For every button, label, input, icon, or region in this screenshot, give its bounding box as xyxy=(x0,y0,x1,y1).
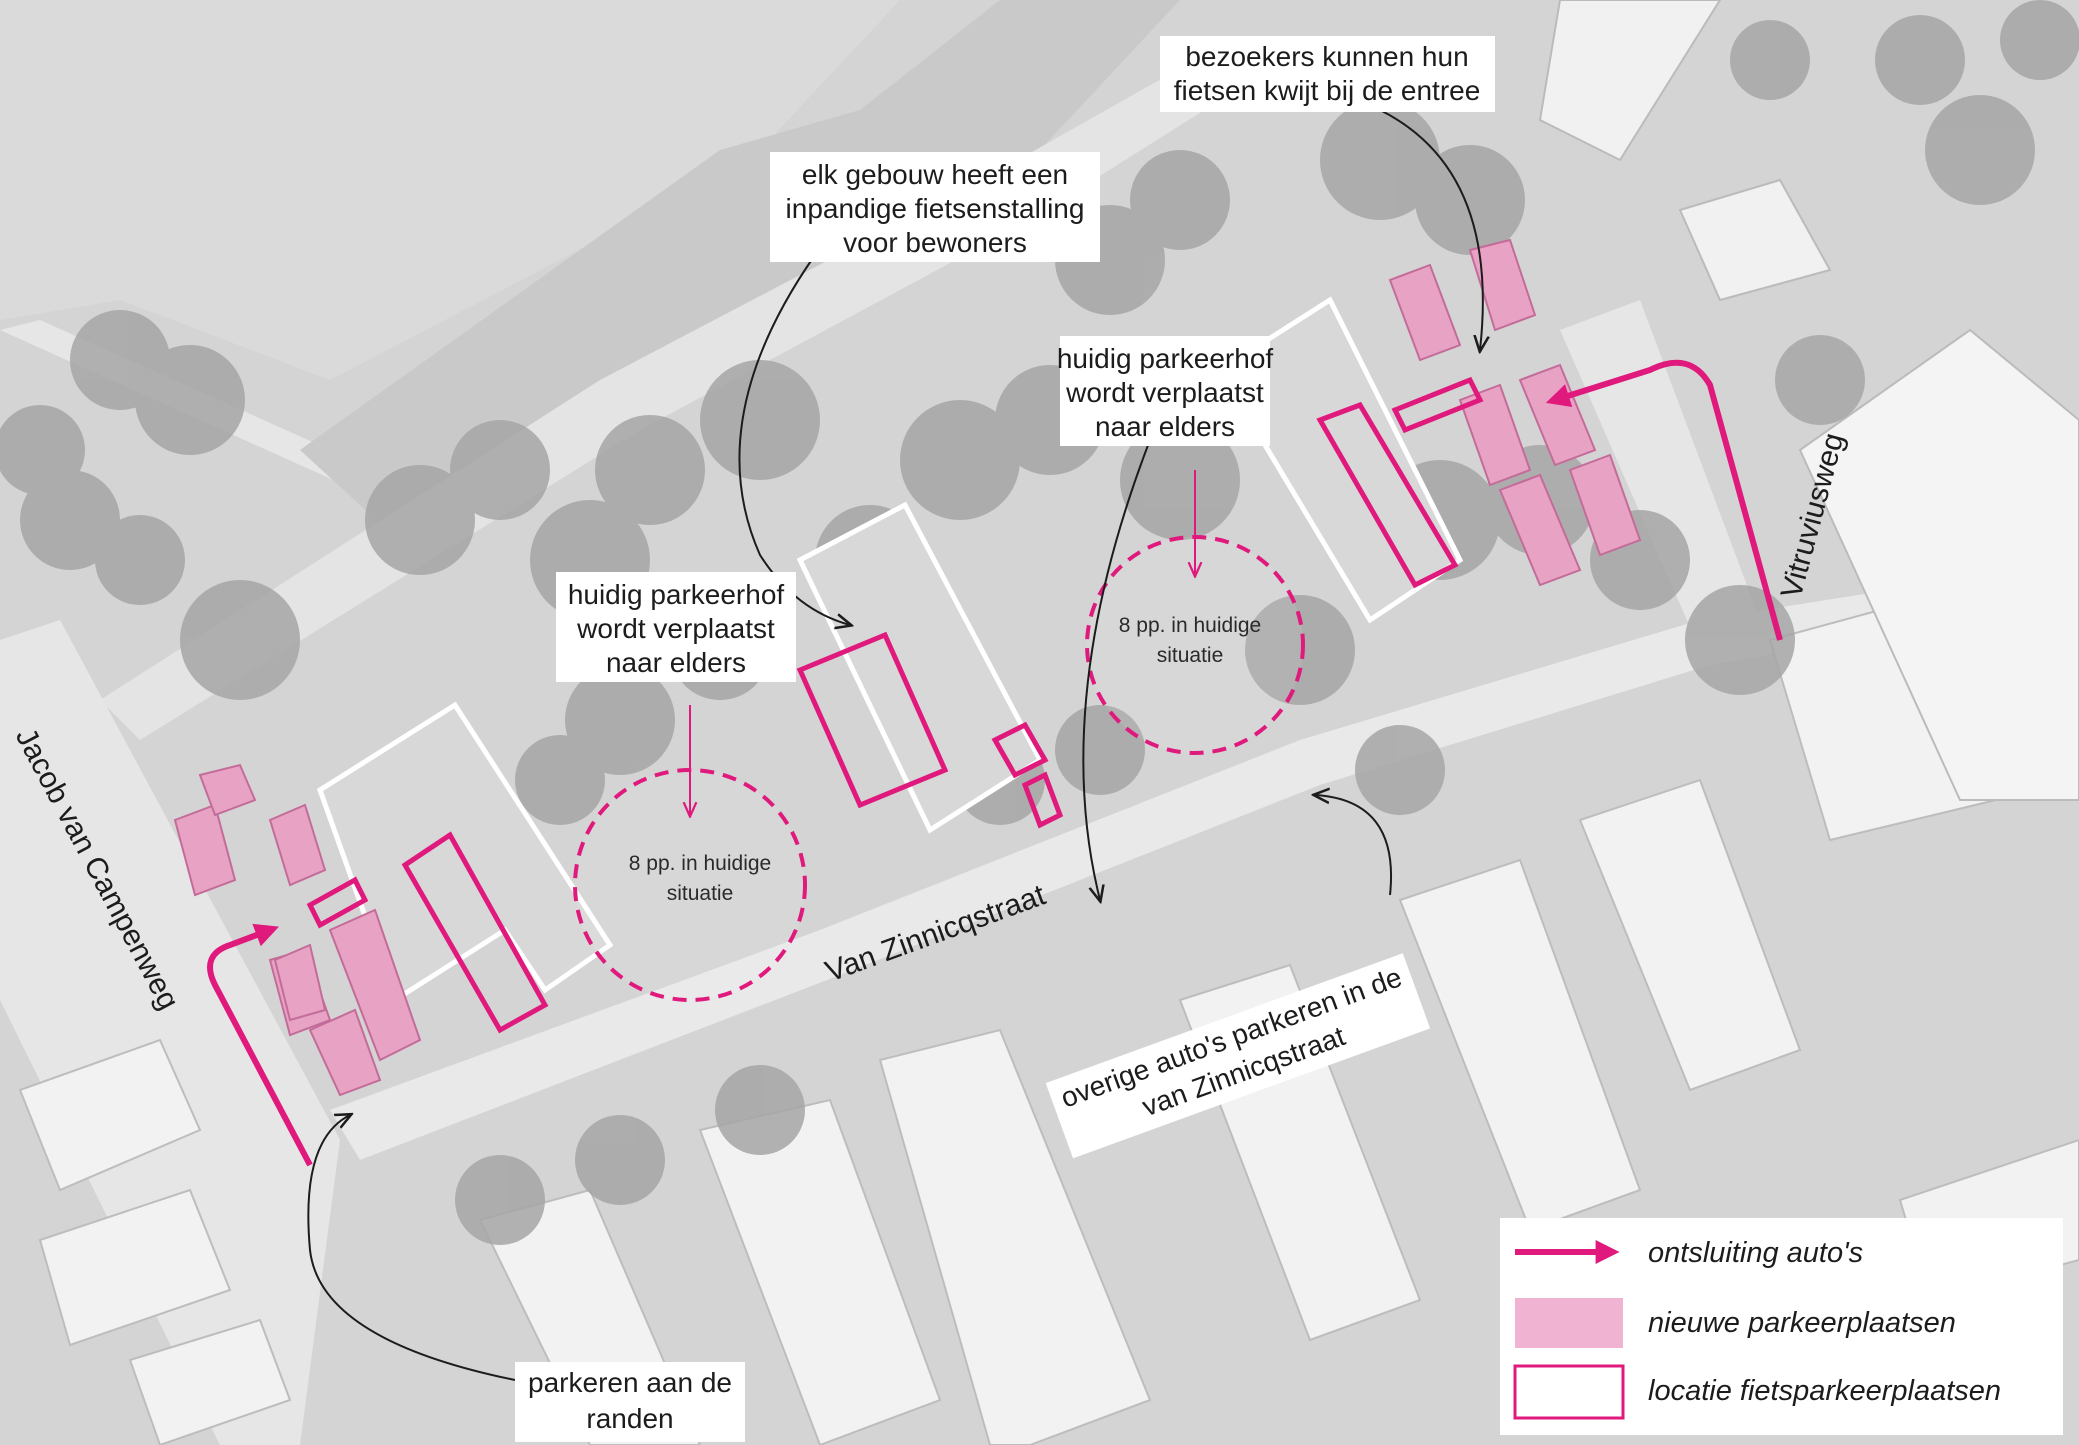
legend-label-access: ontsluiting auto's xyxy=(1648,1237,1863,1269)
callout-fietsenstalling-box xyxy=(770,152,1100,262)
legend-label-parking: nieuwe parkeerplaatsen xyxy=(1648,1307,1956,1339)
callout-fietsenstalling-line-2: inpandige fietsenstalling xyxy=(786,193,1085,224)
legend-item-bicycle: locatie fietsparkeerplaatsen xyxy=(1513,1364,2001,1420)
callout-bezoekers-line-2: fietsen kwijt bij de entree xyxy=(1174,75,1481,106)
access-arrow-west xyxy=(207,923,313,1167)
legend-item-parking: nieuwe parkeerplaatsen xyxy=(1515,1298,1956,1348)
callout-parkeerhof-right-box xyxy=(1060,336,1270,446)
building-northeast-2 xyxy=(1678,178,1832,302)
callout-fietsenstalling-line-1: elk gebouw heeft een xyxy=(802,159,1068,190)
callout-fietsenstalling: elk gebouw heeft een inpandige fietsenst… xyxy=(770,152,1100,262)
building-northeast xyxy=(1538,0,1722,162)
legend-item-access: ontsluiting auto's xyxy=(1515,1237,1863,1269)
callout-parkeren-randen-box xyxy=(515,1362,745,1442)
callout-parkeerhof-right-line-3: naar elders xyxy=(1095,411,1235,442)
new-parking-spaces xyxy=(173,238,1642,1097)
field-area xyxy=(0,0,900,380)
callout-parkeren-randen-line-1: parkeren aan de xyxy=(528,1367,732,1398)
southern-houses xyxy=(18,558,2079,1445)
legend: ontsluiting auto's nieuwe parkeerplaatse… xyxy=(1500,1218,2063,1435)
legend-fill-symbol xyxy=(1515,1298,1623,1348)
bicycle-parking-locations xyxy=(306,376,1484,1034)
legend-label-bicycle: locatie fietsparkeerplaatsen xyxy=(1648,1375,2001,1407)
callout-fietsenstalling-line-3: voor bewoners xyxy=(843,227,1027,258)
callout-parkeerhof-left-box xyxy=(556,572,796,682)
leader-lines xyxy=(307,109,1483,1381)
circle-right-label-1: 8 pp. in huidige xyxy=(1119,614,1261,637)
east-road xyxy=(1560,300,1760,650)
access-arrow-east xyxy=(1545,359,1783,641)
large-building-east xyxy=(1798,328,2079,801)
callout-parkeerhof-right: huidig parkeerhof wordt verplaatst naar … xyxy=(1057,336,1274,446)
callout-parkeerhof-left-line-2: wordt verplaatst xyxy=(576,613,775,644)
northern-strip xyxy=(300,0,1180,560)
callout-bezoekers-line-1: bezoekers kunnen hun xyxy=(1185,41,1468,72)
callout-parkeren-randen-line-2: randen xyxy=(586,1403,673,1434)
building-east xyxy=(1216,296,1464,624)
circle-left-label-1: 8 pp. in huidige xyxy=(629,852,771,875)
legend-outline-symbol xyxy=(1513,1364,1625,1420)
callout-overige-autos-box xyxy=(1045,953,1431,1159)
callout-parkeerhof-left-line-3: naar elders xyxy=(606,647,746,678)
callout-parkeren-randen: parkeren aan de randen xyxy=(515,1362,745,1442)
callout-bezoekers: bezoekers kunnen hun fietsen kwijt bij d… xyxy=(1160,36,1495,112)
callout-parkeerhof-right-line-2: wordt verplaatst xyxy=(1065,377,1264,408)
callout-parkeerhof-left-line-1: huidig parkeerhof xyxy=(568,579,785,610)
callout-parkeerhof-left: huidig parkeerhof wordt verplaatst naar … xyxy=(556,572,796,682)
callout-parkeerhof-right-line-1: huidig parkeerhof xyxy=(1057,343,1274,374)
circle-left-label-2: situatie xyxy=(667,882,734,905)
circle-right-label-2: situatie xyxy=(1157,644,1224,667)
callout-bezoekers-box xyxy=(1160,36,1495,112)
west-road xyxy=(0,620,340,1445)
